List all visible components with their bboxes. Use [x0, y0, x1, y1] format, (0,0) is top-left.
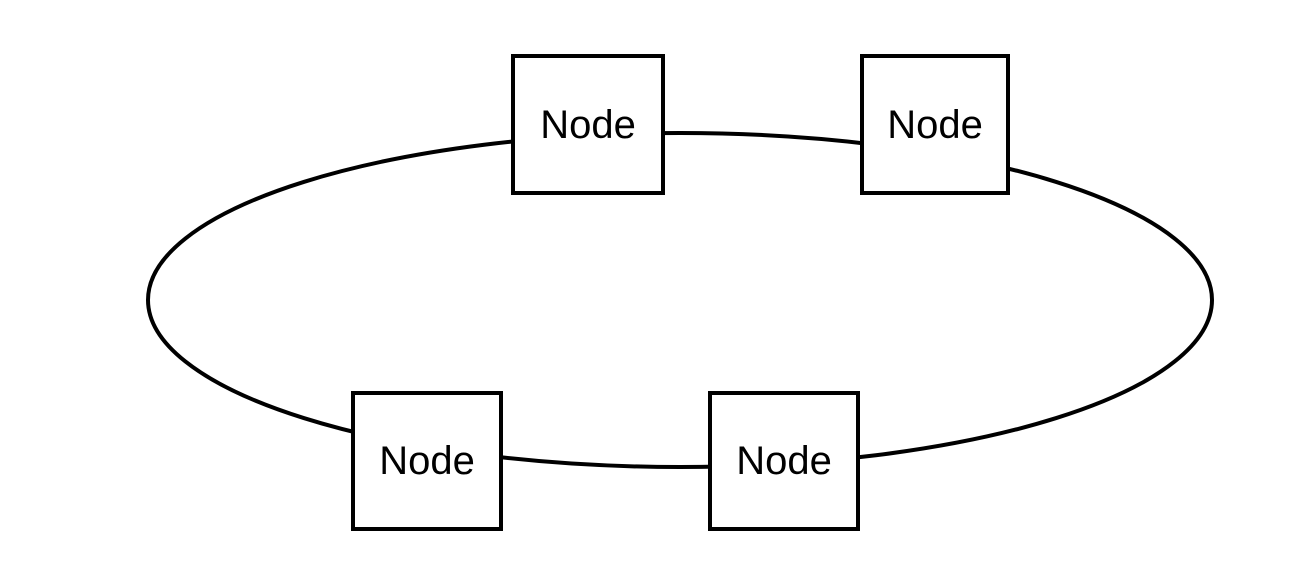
node-box-bottom-left[interactable]: Node: [351, 391, 503, 531]
node-label: Node: [379, 439, 475, 483]
node-box-top-left[interactable]: Node: [511, 54, 665, 195]
node-box-top-right[interactable]: Node: [860, 54, 1010, 195]
node-label: Node: [736, 439, 832, 483]
node-label: Node: [887, 102, 983, 147]
node-box-bottom-right[interactable]: Node: [708, 391, 860, 531]
ring-ellipse-connector: [146, 131, 1214, 469]
node-label: Node: [540, 102, 636, 147]
